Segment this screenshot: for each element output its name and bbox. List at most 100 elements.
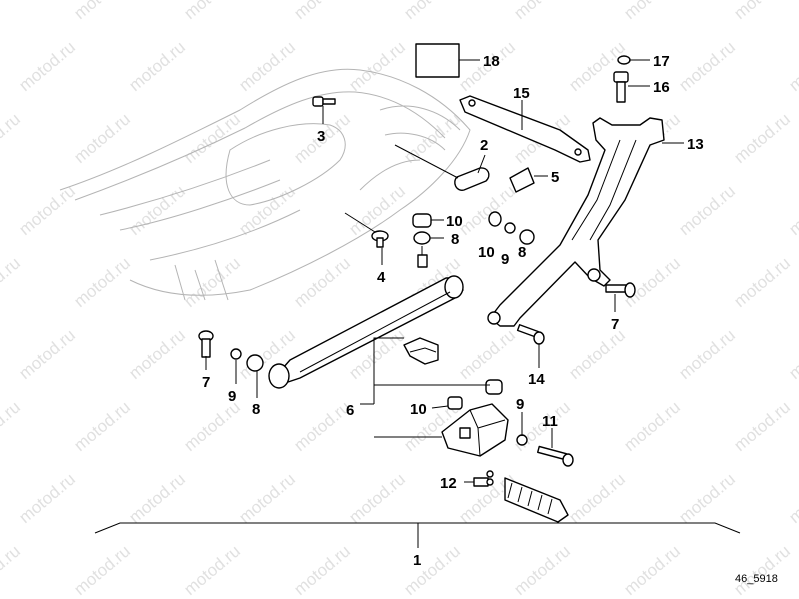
part-5-pad	[509, 167, 535, 193]
watermark-text: motod.ru	[400, 541, 464, 599]
watermark-text: motod.ru	[290, 541, 354, 599]
watermark-text: motod.ru	[180, 397, 244, 455]
callout-8-right: 8	[518, 244, 526, 261]
callout-2: 2	[480, 137, 488, 154]
callout-4: 4	[377, 269, 386, 286]
watermark-text: motod.ru	[785, 325, 799, 383]
part-17-cap	[617, 55, 631, 65]
rubber-mounts-lower	[447, 379, 528, 446]
part-3-screw	[312, 96, 336, 107]
watermark-text: motod.ru	[730, 0, 794, 23]
watermark-text: motod.ru	[0, 253, 24, 311]
watermark-text: motod.ru	[180, 541, 244, 599]
part-14-bolt	[516, 324, 545, 345]
watermark-text: motod.ru	[125, 181, 189, 239]
watermark-text: motod.ru	[510, 0, 574, 23]
watermark-text: motod.ru	[290, 0, 354, 23]
watermark-text: motod.ru	[180, 253, 244, 311]
leader-lines	[94, 59, 741, 548]
watermark-text: motod.ru	[15, 37, 79, 95]
watermark-text: motod.ru	[620, 541, 684, 599]
watermark-text: motod.ru	[400, 0, 464, 23]
watermark-text: motod.ru	[510, 541, 574, 599]
part-15-bracket-plate	[459, 95, 591, 163]
watermark-text: motod.ru	[730, 253, 794, 311]
watermark-text: motod.ru	[675, 469, 739, 527]
rubber-stack-right	[488, 211, 535, 245]
callout-7-left: 7	[202, 374, 210, 391]
watermark-text: motod.ru	[70, 397, 134, 455]
watermark-text: motod.ru	[125, 325, 189, 383]
watermark-text: motod.ru	[70, 109, 134, 167]
callout-15: 15	[513, 85, 530, 102]
callout-17: 17	[653, 53, 670, 70]
watermark-text: motod.ru	[620, 253, 684, 311]
watermark-text: motod.ru	[180, 0, 244, 23]
mount-bracket	[403, 337, 439, 365]
watermark-text: motod.ru	[125, 469, 189, 527]
part-6-pivot-arm	[268, 275, 464, 389]
watermark-text: motod.ru	[15, 469, 79, 527]
callout-6: 6	[346, 402, 354, 419]
watermark-text: motod.ru	[70, 0, 134, 23]
diagram-code: 46_5918	[735, 573, 778, 585]
callout-16: 16	[653, 79, 670, 96]
part-7-bolt-right	[605, 282, 636, 298]
watermark-text: motod.ru	[675, 325, 739, 383]
watermark-text: motod.ru	[235, 37, 299, 95]
callout-9-lower: 9	[516, 396, 524, 413]
callout-10-right: 10	[478, 244, 495, 261]
callout-12: 12	[440, 475, 457, 492]
watermark-text: motod.ru	[0, 0, 24, 23]
part-18-label-plate	[415, 43, 460, 78]
part-16-bolt	[613, 71, 629, 103]
watermark-text: motod.ru	[730, 109, 794, 167]
callout-3: 3	[317, 128, 325, 145]
watermark-text: motod.ru	[345, 469, 409, 527]
watermark-text: motod.ru	[0, 109, 24, 167]
watermark-text: motod.ru	[70, 253, 134, 311]
watermark-text: motod.ru	[235, 181, 299, 239]
callout-1: 1	[413, 552, 421, 569]
watermark-text: motod.ru	[730, 397, 794, 455]
callout-5: 5	[551, 169, 559, 186]
watermark-text: motod.ru	[565, 469, 629, 527]
footrest-holder	[441, 403, 509, 457]
callout-13: 13	[687, 136, 704, 153]
watermark-text: motod.ru	[675, 37, 739, 95]
watermark-text: motod.ru	[180, 109, 244, 167]
callout-14: 14	[528, 371, 545, 388]
part-2-clip	[394, 144, 490, 191]
part-12-pin	[473, 470, 494, 487]
watermark-text: motod.ru	[290, 253, 354, 311]
callout-10-top: 10	[446, 213, 463, 230]
watermark-text: motod.ru	[345, 37, 409, 95]
watermark-text: motod.ru	[565, 325, 629, 383]
watermark-text: motod.ru	[455, 325, 519, 383]
watermark-text: motod.ru	[70, 541, 134, 599]
watermark-text: motod.ru	[785, 181, 799, 239]
footpeg-rubber	[504, 477, 569, 523]
part-11-bolt	[537, 445, 574, 467]
fairing-outline	[59, 68, 471, 301]
watermark-text: motod.ru	[620, 397, 684, 455]
part-4-screw	[344, 212, 389, 248]
watermark-text: motod.ru	[235, 469, 299, 527]
callout-8-left: 8	[252, 401, 260, 418]
watermark-text: motod.ru	[675, 181, 739, 239]
watermark-text: motod.ru	[785, 37, 799, 95]
callout-8-top: 8	[451, 231, 459, 248]
watermark-text: motod.ru	[125, 37, 189, 95]
callout-9-left: 9	[228, 388, 236, 405]
watermark-text: motod.ru	[0, 541, 24, 599]
watermark-text: motod.ru	[0, 397, 24, 455]
callout-18: 18	[483, 53, 500, 70]
callout-10-lower: 10	[410, 401, 427, 418]
callout-labels: 18 3 15 2 5 17 16 13 10 8 10 9 8 4 7 14 …	[202, 53, 778, 585]
callout-9-right: 9	[501, 251, 509, 268]
callout-11: 11	[542, 413, 558, 430]
watermark-text: motod.ru	[15, 325, 79, 383]
callout-7-right: 7	[611, 316, 619, 333]
